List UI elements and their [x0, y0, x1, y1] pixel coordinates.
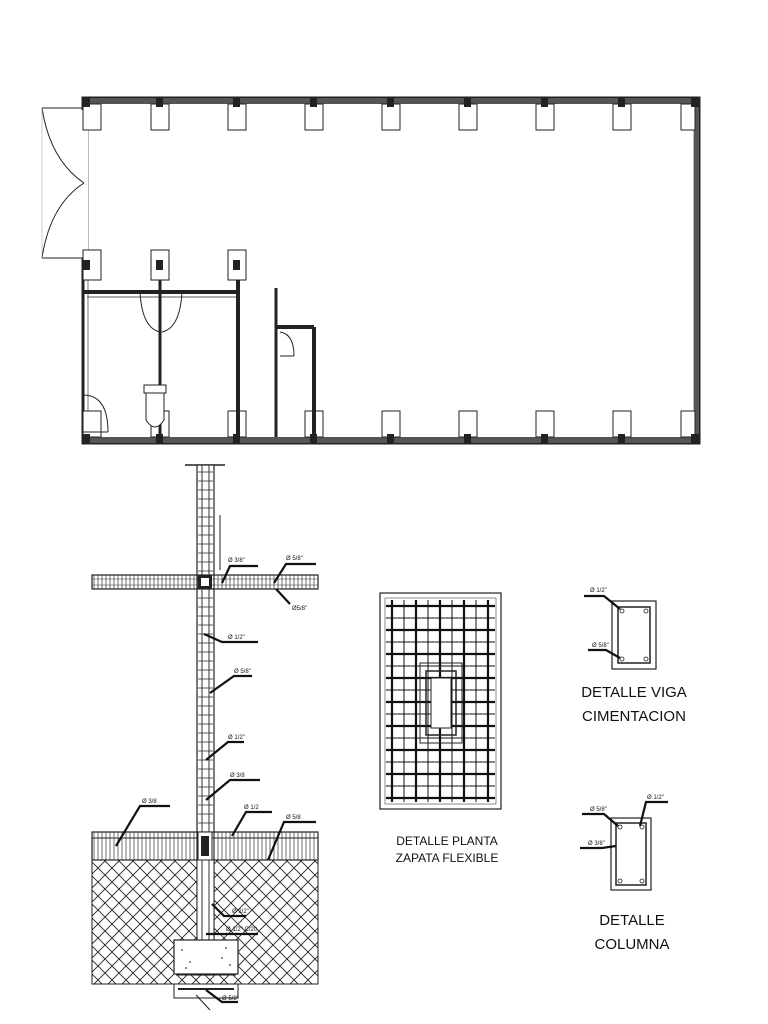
- restroom-doors: [82, 291, 295, 433]
- columna-detail: Ø 5/8" Ø 1/2" Ø 3/8" DETALLE COLUMNA: [580, 795, 670, 953]
- viga-detail: Ø 1/2" Ø 5/8" DETALLE VIGA CIMENTACION: [581, 588, 687, 725]
- top-column-cores: [83, 98, 699, 107]
- zapata-title-line2: ZAPATA FLEXIBLE: [396, 851, 499, 865]
- plan-inner-wall-line: [87, 102, 695, 439]
- annotation-l: Ø 1/2" C/20: [226, 927, 258, 933]
- annotation-b: Ø 5/8": [286, 556, 303, 562]
- annotation-i: Ø 1/2: [244, 805, 259, 811]
- viga-title-line2: CIMENTACION: [582, 708, 686, 725]
- zapata-title-line1: DETALLE PLANTA: [396, 834, 498, 848]
- columna-title-line2: COLUMNA: [594, 936, 669, 953]
- footing-block: [173, 939, 239, 975]
- floor-plan: [41, 96, 701, 445]
- door-opening: [80, 110, 88, 258]
- annotation-k: Ø 1/2": [232, 909, 249, 915]
- annotation-d: Ø 1/2": [228, 635, 245, 641]
- bottom-column-cores: [83, 434, 699, 443]
- top-columns: [82, 103, 696, 131]
- columna-rebar-mid: Ø 3/8": [588, 841, 605, 847]
- leader-lines: [115, 562, 316, 1004]
- viga-rebar-bottom: Ø 5/8": [592, 643, 609, 649]
- annotation-c: Ø5/8": [292, 606, 307, 612]
- annotation-j: Ø 5/8: [286, 815, 301, 821]
- bottom-columns: [82, 410, 696, 438]
- viga-title-line1: DETALLE VIGA: [581, 684, 687, 701]
- toilet-fixture: [143, 384, 167, 428]
- annotation-f: Ø 1/2": [228, 735, 245, 741]
- restroom-walls: [83, 280, 316, 437]
- columna-rebar-top-right: Ø 1/2": [647, 795, 664, 801]
- zapata-rebar-grid: [386, 600, 495, 802]
- right-wall-band: [694, 98, 699, 443]
- viga-rebar-top: Ø 1/2": [590, 588, 607, 594]
- annotation-h: Ø 3/8: [142, 799, 157, 805]
- zapata-detail: DETALLE PLANTA ZAPATA FLEXIBLE: [379, 592, 502, 865]
- annotation-m: Ø 5/8": [222, 996, 239, 1002]
- foundation-section: Ø 3/8" Ø 5/8" Ø5/8" Ø 1/2" Ø 5/8" Ø 1/2"…: [91, 464, 319, 1011]
- entry-door: [41, 107, 85, 259]
- mid-columns: [82, 249, 247, 281]
- columna-title-line1: DETALLE: [599, 912, 665, 929]
- columna-rebar-top-left: Ø 5/8": [590, 807, 607, 813]
- mid-column-cores: [83, 260, 240, 270]
- annotation-e: Ø 5/8": [234, 669, 251, 675]
- annotation-a: Ø 3/8": [228, 558, 245, 564]
- plan-outer-wall: [81, 96, 701, 445]
- annotation-g: Ø 3/8: [230, 773, 245, 779]
